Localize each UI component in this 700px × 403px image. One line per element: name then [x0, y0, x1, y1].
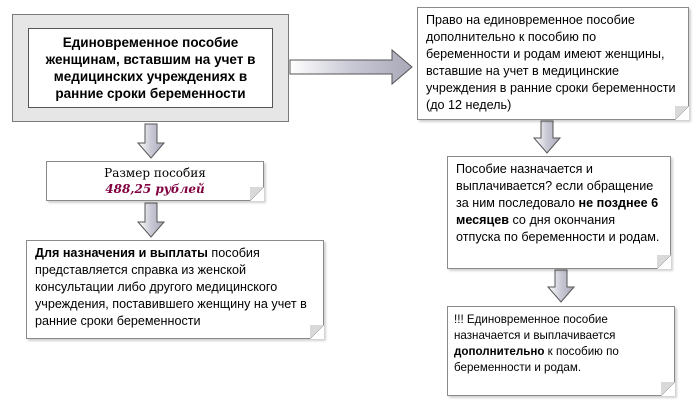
right-to-benefit-box: Право на единовременное пособие дополнит…: [417, 7, 689, 120]
documents-bold: Для назначения и выплаты: [35, 246, 208, 260]
main-benefit-box: Единовременное пособие женщинам, вставши…: [12, 14, 289, 122]
main-benefit-box-inner: Единовременное пособие женщинам, вставши…: [28, 28, 273, 108]
folded-corner: [310, 325, 324, 339]
arrow-down-1: [136, 123, 166, 159]
deadline-text-1: Пособие назначается и выплачивается? есл…: [456, 162, 654, 210]
arrow-down-4: [546, 269, 576, 303]
right-to-benefit-text: Право на единовременное пособие дополнит…: [426, 13, 676, 112]
folded-corner: [661, 382, 675, 396]
arrow-right-1: [289, 48, 413, 86]
arrow-down-3: [532, 120, 562, 154]
benefit-size-value: 488,25 рублей: [105, 182, 205, 196]
main-benefit-title: Единовременное пособие женщинам, вставши…: [45, 35, 256, 101]
deadline-text-2: со дня окончания отпуска по беременности…: [456, 213, 660, 244]
folded-corner: [250, 187, 264, 201]
documents-box: Для назначения и выплаты пособия предста…: [26, 240, 324, 339]
documents-text: пособия представляется справка из женско…: [35, 246, 307, 328]
additional-bold: дополнительно: [454, 345, 545, 358]
additional-box: !!! Единовременное пособие назначается и…: [447, 306, 675, 396]
benefit-size-label: Размер пособия: [104, 166, 206, 180]
additional-text-1: !!! Единовременное пособие назначается и…: [454, 313, 616, 342]
benefit-size-box: Размер пособия 488,25 рублей: [46, 161, 264, 201]
deadline-bold: не позднее 6 месяцев: [456, 196, 659, 227]
folded-corner: [657, 255, 671, 269]
deadline-box: Пособие назначается и выплачивается? есл…: [447, 156, 671, 269]
additional-text-2: к пособию по беременности и родам.: [454, 345, 619, 374]
arrow-down-2: [136, 202, 166, 238]
folded-corner: [675, 106, 689, 120]
